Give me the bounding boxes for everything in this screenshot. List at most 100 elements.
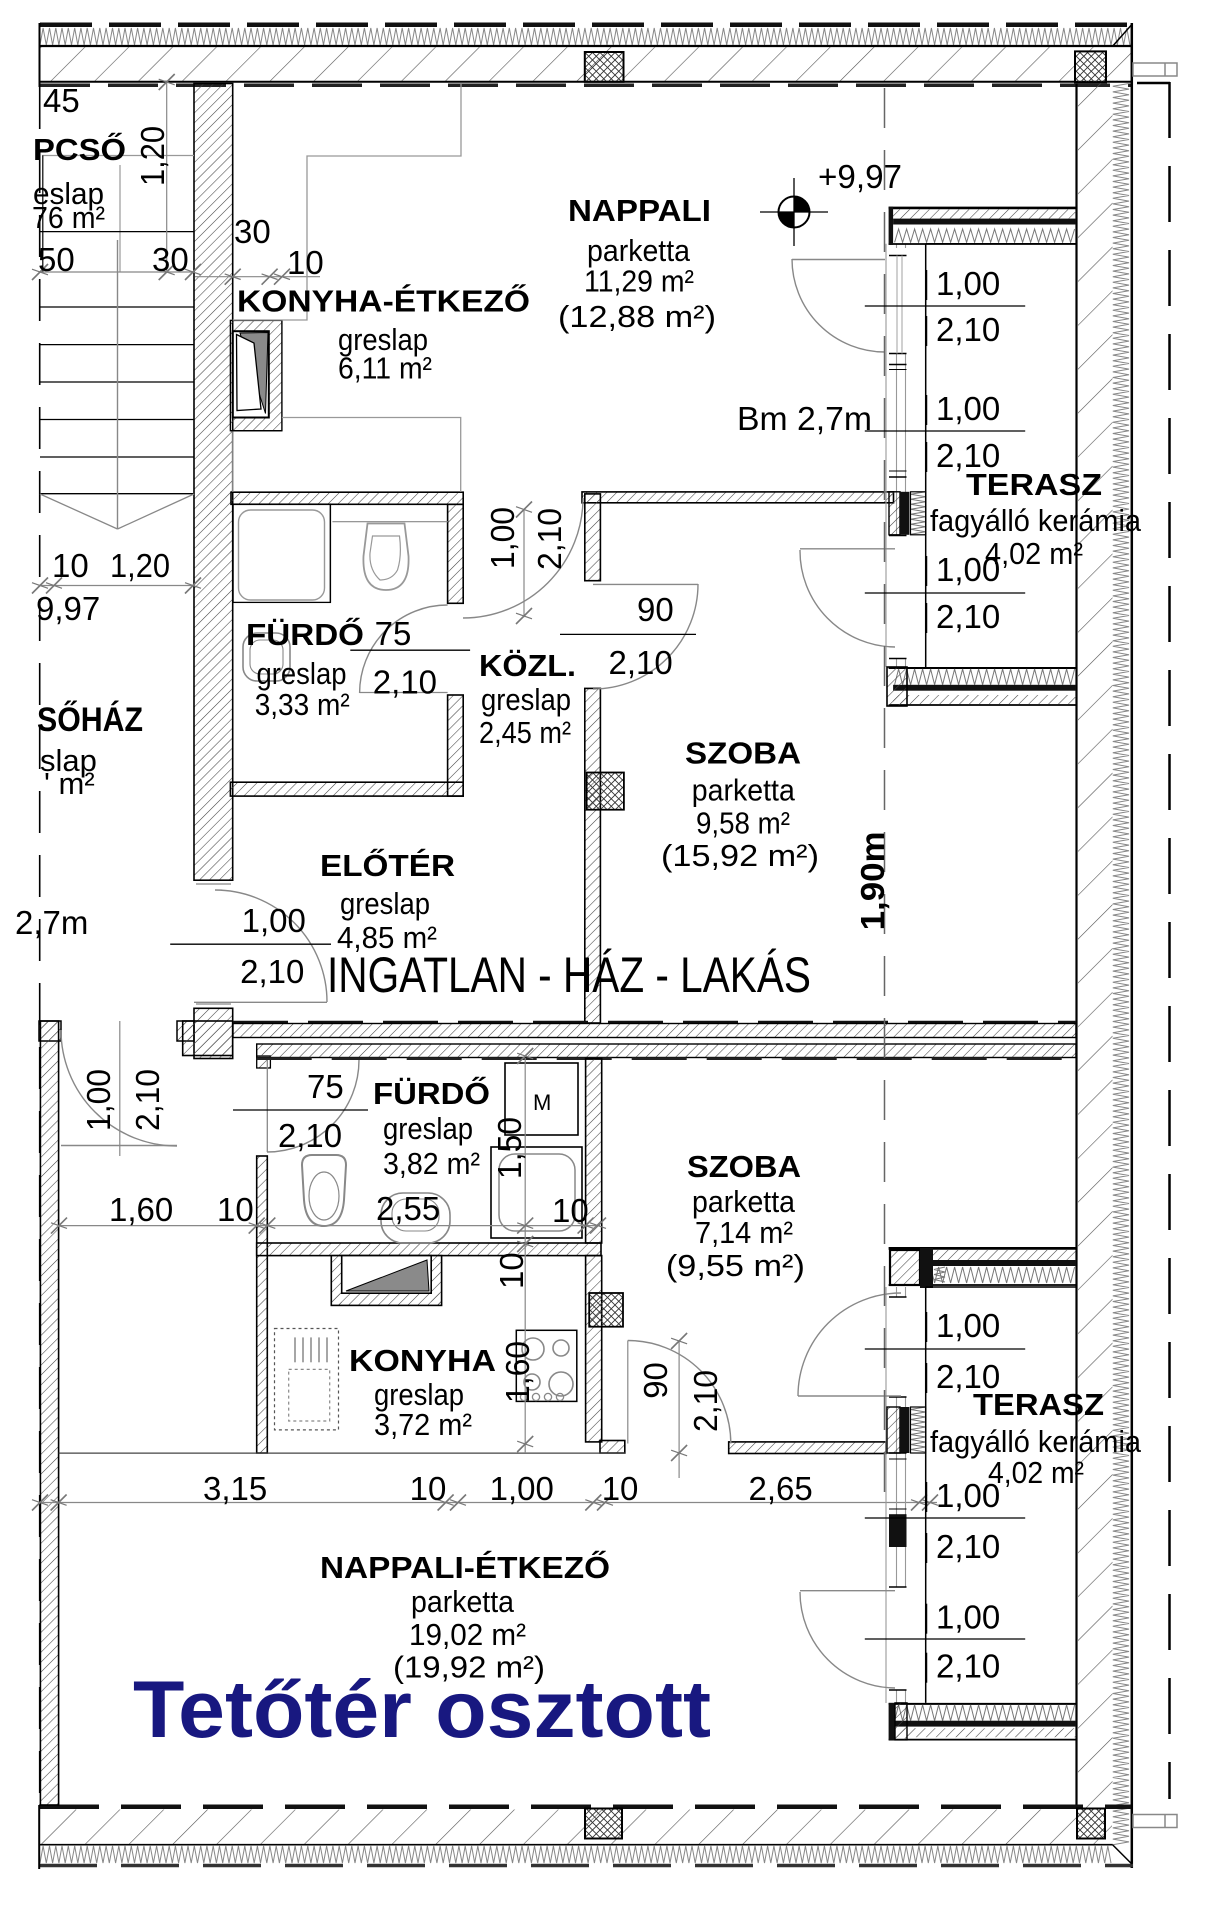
- svg-text:KÖZL.: KÖZL.: [479, 648, 576, 683]
- svg-text:eslap: eslap: [33, 176, 104, 211]
- svg-text:10: 10: [493, 1252, 530, 1289]
- svg-text:slap: slap: [40, 743, 97, 778]
- svg-text:10: 10: [52, 547, 89, 584]
- svg-text:' m²: ' m²: [44, 766, 95, 801]
- svg-text:TERASZ: TERASZ: [966, 467, 1102, 502]
- svg-text:1,60: 1,60: [499, 1341, 536, 1403]
- svg-text:75: 75: [307, 1068, 344, 1105]
- svg-text:2,10: 2,10: [936, 311, 1000, 348]
- svg-text:1,00: 1,00: [490, 1470, 554, 1507]
- svg-text:parketta: parketta: [692, 773, 796, 808]
- svg-text:FÜRDŐ: FÜRDŐ: [246, 616, 364, 652]
- svg-text:ELŐTÉR: ELŐTÉR: [320, 847, 455, 883]
- svg-text:Bm 2,7m: Bm 2,7m: [737, 400, 872, 437]
- svg-text:75: 75: [375, 615, 412, 652]
- svg-text:30: 30: [152, 241, 189, 278]
- svg-text:(19,92 m²): (19,92 m²): [393, 1650, 545, 1685]
- svg-text:2,10: 2,10: [129, 1069, 166, 1131]
- svg-text:1,20: 1,20: [110, 547, 170, 584]
- svg-text:4,02 m²: 4,02 m²: [985, 536, 1083, 571]
- svg-text:KONYHA: KONYHA: [349, 1343, 496, 1378]
- svg-text:1,00: 1,00: [936, 1477, 1000, 1514]
- svg-text:2,10: 2,10: [936, 1528, 1000, 1565]
- svg-text:greslap: greslap: [257, 656, 347, 691]
- svg-text:2,55: 2,55: [376, 1190, 440, 1227]
- svg-text:90: 90: [637, 591, 674, 628]
- svg-text:6,11 m²: 6,11 m²: [338, 351, 432, 386]
- svg-text:11,29 m²: 11,29 m²: [584, 264, 694, 299]
- svg-text:2,7m: 2,7m: [15, 904, 88, 941]
- svg-text:2,65: 2,65: [749, 1470, 813, 1507]
- svg-text:9,97: 9,97: [36, 590, 100, 627]
- svg-text:10: 10: [602, 1470, 639, 1507]
- svg-text:PCSŐ: PCSŐ: [33, 131, 126, 167]
- svg-text:fagyálló kerámia: fagyálló kerámia: [930, 503, 1142, 538]
- svg-text:1,90m: 1,90m: [854, 831, 891, 930]
- svg-text:1,00: 1,00: [936, 1307, 1000, 1344]
- svg-text:9,58 m²: 9,58 m²: [696, 806, 790, 841]
- svg-text:1,00: 1,00: [242, 902, 306, 939]
- svg-text:greslap: greslap: [383, 1111, 473, 1146]
- svg-text:1,50: 1,50: [491, 1117, 528, 1179]
- svg-text:1,20: 1,20: [134, 126, 171, 186]
- svg-text:(9,55 m²): (9,55 m²): [666, 1248, 805, 1283]
- svg-text:parketta: parketta: [692, 1184, 796, 1219]
- svg-text:SZOBA: SZOBA: [685, 736, 801, 771]
- svg-text:+9,97: +9,97: [818, 158, 902, 195]
- svg-text:1,00: 1,00: [484, 507, 521, 569]
- svg-text:50: 50: [38, 241, 75, 278]
- svg-text:KONYHA-ÉTKEZŐ: KONYHA-ÉTKEZŐ: [237, 283, 530, 319]
- svg-text:(12,88 m²): (12,88 m²): [558, 299, 716, 334]
- svg-text:4,85 m²: 4,85 m²: [337, 920, 437, 955]
- svg-text:2,10: 2,10: [609, 644, 673, 681]
- svg-text:2,10: 2,10: [936, 1358, 1000, 1395]
- svg-text:7,14 m²: 7,14 m²: [695, 1215, 793, 1250]
- svg-text:10: 10: [552, 1192, 589, 1229]
- svg-text:2,10: 2,10: [936, 437, 1000, 474]
- svg-text:2,10: 2,10: [531, 508, 568, 570]
- svg-text:M: M: [533, 1090, 551, 1115]
- svg-text:parketta: parketta: [411, 1584, 515, 1619]
- svg-text:76 m²: 76 m²: [32, 200, 105, 235]
- svg-text:1,00: 1,00: [936, 1599, 1000, 1636]
- svg-text:10: 10: [410, 1470, 447, 1507]
- svg-text:4,02 m²: 4,02 m²: [988, 1455, 1084, 1490]
- svg-text:SŐHÁZ: SŐHÁZ: [37, 701, 143, 739]
- svg-text:fagyálló kerámia: fagyálló kerámia: [930, 1424, 1142, 1459]
- svg-text:2,45 m²: 2,45 m²: [479, 715, 571, 750]
- svg-text:FÜRDŐ: FÜRDŐ: [373, 1075, 490, 1111]
- svg-text:parketta: parketta: [587, 233, 691, 268]
- svg-text:(15,92 m²): (15,92 m²): [661, 838, 819, 873]
- svg-text:3,82 m²: 3,82 m²: [383, 1146, 480, 1181]
- svg-text:Tetőtér osztott: Tetőtér osztott: [133, 1665, 711, 1755]
- svg-text:greslap: greslap: [340, 886, 430, 921]
- svg-text:2,10: 2,10: [240, 953, 304, 990]
- svg-text:greslap: greslap: [338, 322, 428, 357]
- svg-text:1,00: 1,00: [80, 1069, 117, 1131]
- svg-text:1,00: 1,00: [936, 265, 1000, 302]
- svg-text:SZOBA: SZOBA: [687, 1149, 801, 1184]
- svg-text:10: 10: [217, 1191, 254, 1228]
- svg-text:greslap: greslap: [481, 682, 571, 717]
- svg-text:3,72 m²: 3,72 m²: [374, 1407, 472, 1442]
- svg-text:2,10: 2,10: [936, 1648, 1000, 1685]
- svg-text:30: 30: [234, 213, 271, 250]
- svg-text:NAPPALI: NAPPALI: [568, 193, 711, 228]
- svg-text:1,60: 1,60: [109, 1191, 173, 1228]
- svg-text:greslap: greslap: [374, 1377, 464, 1412]
- svg-text:3,33 m²: 3,33 m²: [255, 687, 350, 722]
- svg-text:TERASZ: TERASZ: [973, 1387, 1104, 1422]
- svg-text:19,02 m²: 19,02 m²: [409, 1617, 526, 1652]
- svg-text:1,00: 1,00: [936, 390, 1000, 427]
- svg-text:1,00: 1,00: [936, 551, 1000, 588]
- svg-text:INGATLAN - HÁZ - LAKÁS: INGATLAN - HÁZ - LAKÁS: [327, 947, 811, 1003]
- svg-text:2,10: 2,10: [936, 598, 1000, 635]
- svg-text:NAPPALI-ÉTKEZŐ: NAPPALI-ÉTKEZŐ: [320, 1549, 610, 1585]
- svg-text:45: 45: [43, 82, 80, 119]
- svg-text:90: 90: [637, 1362, 674, 1399]
- svg-text:2,10: 2,10: [278, 1117, 342, 1154]
- svg-text:3,15: 3,15: [203, 1470, 267, 1507]
- svg-text:2,10: 2,10: [687, 1370, 724, 1432]
- svg-text:10: 10: [287, 244, 324, 281]
- svg-text:2,10: 2,10: [373, 664, 437, 701]
